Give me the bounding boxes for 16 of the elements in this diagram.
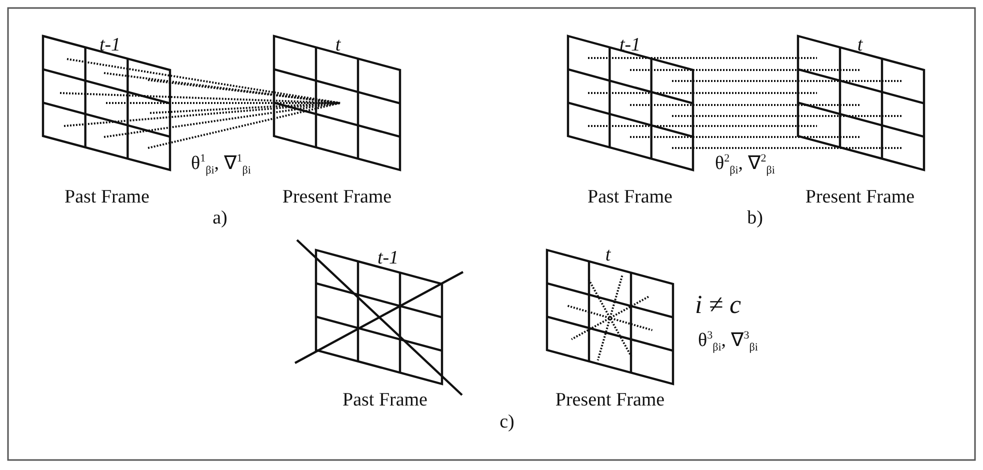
panel-label: b) bbox=[747, 208, 763, 228]
frame-label: Past Frame bbox=[64, 188, 150, 206]
panel-label: a) bbox=[212, 208, 228, 228]
time-label: t-1 bbox=[377, 248, 399, 268]
time-label: t bbox=[335, 36, 341, 54]
condition-label: i ≠ c bbox=[694, 292, 742, 318]
time-label: t bbox=[605, 246, 611, 264]
panel-label: c) bbox=[500, 412, 514, 432]
time-label: t-1 bbox=[99, 36, 121, 54]
time-label: t bbox=[857, 36, 863, 54]
frame-label: Past Frame bbox=[588, 188, 672, 206]
frame-label: Past Frame bbox=[342, 390, 428, 410]
frame-label: Present Frame bbox=[282, 188, 392, 206]
time-label: t-1 bbox=[619, 36, 641, 54]
frame-label: Present Frame bbox=[805, 188, 915, 206]
frame-label: Present Frame bbox=[555, 390, 665, 410]
